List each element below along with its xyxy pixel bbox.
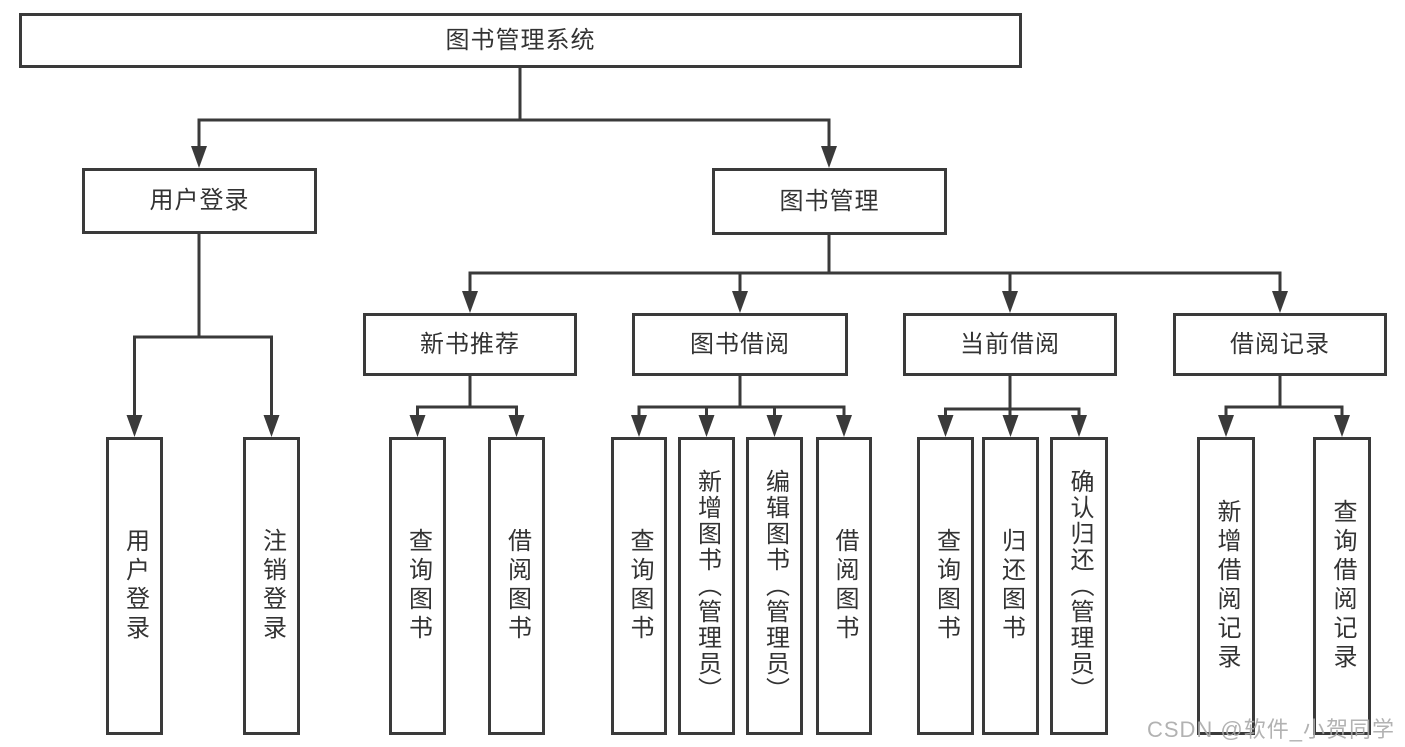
node-label: 用户登录	[121, 528, 149, 644]
node-label: 新增借阅记录	[1213, 499, 1240, 673]
node-label: 查询借阅记录	[1329, 499, 1356, 673]
node-label: 图书管理	[779, 187, 880, 215]
leaf-records-add-record: 新增借阅记录	[1197, 437, 1255, 735]
node-new-book-recommend: 新书推荐	[363, 313, 577, 376]
leaf-current-return-books: 归还图书	[982, 437, 1039, 735]
leaf-borrow-query-books: 查询图书	[611, 437, 667, 735]
node-label: 查询图书	[404, 528, 432, 644]
node-label: 借阅记录	[1230, 330, 1330, 358]
node-label: 图书管理系统	[445, 26, 596, 54]
node-label: 编辑图书（管理员）	[761, 469, 789, 703]
node-label: 注销登录	[258, 528, 286, 644]
node-label: 查询图书	[932, 528, 960, 644]
node-label: 新增图书（管理员）	[693, 469, 721, 703]
leaf-current-confirm-return-admin: 确认归还（管理员）	[1050, 437, 1108, 735]
leaf-user-login: 用户登录	[106, 437, 163, 735]
node-user-login-branch: 用户登录	[82, 168, 317, 234]
leaf-borrow-add-books-admin: 新增图书（管理员）	[678, 437, 735, 735]
node-label: 当前借阅	[960, 330, 1060, 358]
node-label: 图书借阅	[690, 330, 790, 358]
node-label: 借阅图书	[503, 528, 531, 644]
leaf-borrow-edit-books-admin: 编辑图书（管理员）	[746, 437, 803, 735]
node-book-management-branch: 图书管理	[712, 168, 947, 235]
node-label: 用户登录	[149, 187, 250, 214]
node-label: 借阅图书	[831, 528, 858, 644]
node-label: 新书推荐	[420, 330, 520, 358]
node-label: 确认归还（管理员）	[1066, 469, 1093, 703]
leaf-newbook-borrow-books: 借阅图书	[488, 437, 545, 735]
leaf-logout: 注销登录	[243, 437, 300, 735]
leaf-current-query-books: 查询图书	[917, 437, 974, 735]
node-label: 查询图书	[626, 528, 653, 644]
leaf-newbook-query-books: 查询图书	[389, 437, 446, 735]
csdn-watermark: CSDN @软件_小贺同学	[1146, 717, 1395, 742]
node-root-library-system: 图书管理系统	[19, 13, 1022, 68]
node-book-borrow: 图书借阅	[632, 313, 848, 376]
leaf-records-query-record: 查询借阅记录	[1313, 437, 1371, 735]
node-label: 归还图书	[997, 528, 1025, 644]
node-current-borrow: 当前借阅	[903, 313, 1117, 376]
leaf-borrow-borrow-books: 借阅图书	[816, 437, 872, 735]
node-borrow-records: 借阅记录	[1173, 313, 1387, 376]
